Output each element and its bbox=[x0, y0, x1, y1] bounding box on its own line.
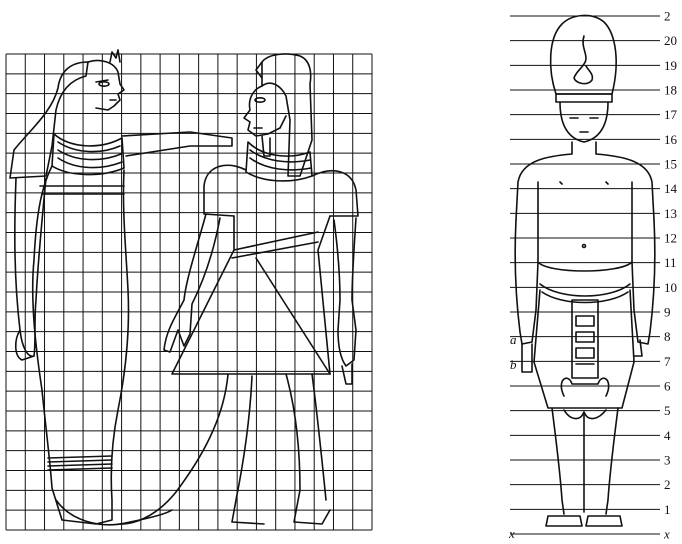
row-label: 3 bbox=[664, 453, 671, 468]
label-a: a bbox=[510, 332, 517, 347]
row-label: 16 bbox=[664, 132, 678, 147]
label-b: b bbox=[510, 357, 517, 372]
row-label: 20 bbox=[664, 33, 677, 48]
label-x-left: x bbox=[508, 526, 515, 541]
row-label: 18 bbox=[664, 83, 677, 98]
row-label: x bbox=[663, 527, 670, 542]
right-row-labels: 2 20 19 18 17 16 15 14 13 12 11 10 9 8 7 6 5 4 3 2 1 x bbox=[663, 9, 678, 542]
row-label: 5 bbox=[664, 403, 671, 418]
row-label: 10 bbox=[664, 280, 677, 295]
row-label: 7 bbox=[664, 354, 671, 369]
row-label: 17 bbox=[664, 107, 678, 122]
row-label: 1 bbox=[664, 502, 671, 517]
left-proportion-grid bbox=[6, 54, 372, 530]
row-label: 14 bbox=[664, 181, 678, 196]
row-label: 2 bbox=[664, 477, 671, 492]
row-label: 9 bbox=[664, 305, 671, 320]
row-label: 6 bbox=[664, 379, 671, 394]
standing-king-figure bbox=[515, 15, 655, 526]
row-label: 11 bbox=[664, 255, 677, 270]
row-label: 15 bbox=[664, 157, 677, 172]
pharaoh-figure bbox=[120, 54, 358, 524]
row-label: 12 bbox=[664, 231, 677, 246]
row-label: 2 bbox=[664, 9, 671, 24]
row-label: 8 bbox=[664, 329, 671, 344]
row-label: 4 bbox=[664, 428, 671, 443]
row-label: 13 bbox=[664, 206, 677, 221]
row-label: 19 bbox=[664, 58, 677, 73]
